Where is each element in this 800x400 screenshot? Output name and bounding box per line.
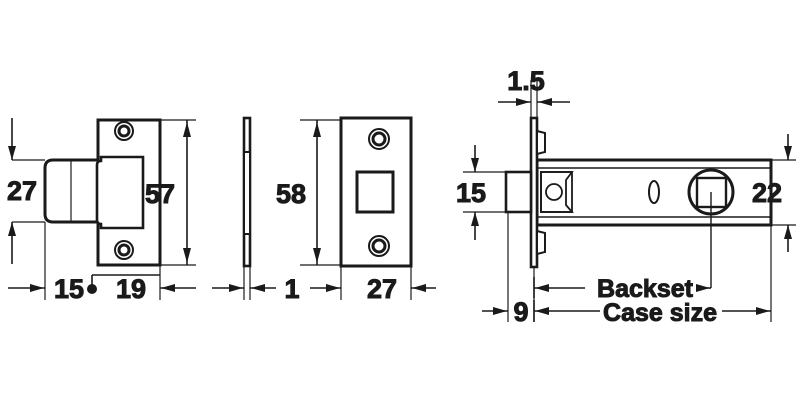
casesize-arrow-left xyxy=(535,307,549,315)
dim-19-arrow xyxy=(161,284,175,292)
latch-bolt-protrusion xyxy=(504,170,533,214)
dim-9-arrow-left xyxy=(493,307,507,315)
dim-27b-arrow-right xyxy=(412,284,426,292)
backset-arrow-left xyxy=(535,284,549,292)
dim-label-27b: 27 xyxy=(367,274,397,304)
faceplate-screw-hole-top-inner-icon xyxy=(371,131,387,147)
dim-27b-arrow-left xyxy=(326,284,340,292)
screw-hole-bottom-inner-icon xyxy=(117,243,131,257)
dim-1_5-arrow-left xyxy=(516,98,530,106)
screw-hole-top-inner-icon xyxy=(117,124,131,138)
faceplate-screw-hole-bottom-inner-icon xyxy=(371,238,387,254)
dim-1-arrow-right xyxy=(251,284,265,292)
dim-label-9: 9 xyxy=(513,297,528,327)
dim-label-27: 27 xyxy=(7,176,37,206)
dim-27-arrow-top xyxy=(8,146,16,160)
dim-57-arrow-top xyxy=(183,122,191,137)
dim-label-57: 57 xyxy=(145,179,175,209)
dim-label-22: 22 xyxy=(752,178,782,208)
faceplate-latch-aperture xyxy=(355,170,395,214)
view-faceplate-edge: 1 xyxy=(212,116,300,305)
dim-15b-arrow-top xyxy=(471,158,479,172)
dim-label-15: 15 xyxy=(54,274,84,304)
dim-27-arrow-bottom xyxy=(8,222,16,236)
view-strike-plate-side: 27 57 15 19 xyxy=(6,118,196,305)
oval-fixing-hole-icon xyxy=(648,180,660,204)
dim-58-arrow-top xyxy=(313,122,321,137)
dim-1_5-arrow-right xyxy=(538,98,552,106)
dim-58-arrow-bottom xyxy=(313,248,321,263)
dim-label-58: 58 xyxy=(276,179,306,209)
dim-22-arrow-top xyxy=(784,146,792,160)
dim-label-1: 1 xyxy=(284,274,299,304)
dim-label-1_5: 1.5 xyxy=(507,66,545,96)
latch-bolt-pin-hole-icon xyxy=(545,183,563,201)
faceplate-tab-bottom xyxy=(536,229,546,256)
view-faceplate-front: 58 27 xyxy=(275,116,436,305)
dim-22-arrow-bottom xyxy=(784,225,792,239)
dim-label-19: 19 xyxy=(116,274,146,304)
casesize-label: Case size xyxy=(603,299,717,327)
dim-15b-arrow-bottom xyxy=(471,212,479,226)
view-latch-case-plan: 1.5 15 22 9 Backset Case xyxy=(455,66,796,328)
faceplate-tab-top xyxy=(536,129,546,156)
dim-label-15b: 15 xyxy=(456,178,486,208)
faceplate-edge-middle xyxy=(243,151,251,235)
dim-15-arrow xyxy=(30,284,44,292)
dim-1-arrow-left xyxy=(229,284,243,292)
latch-bolt-block xyxy=(540,171,573,213)
backset-arrow-right xyxy=(696,284,710,292)
backset-label: Backset xyxy=(597,275,694,303)
strike-plate-mouth xyxy=(95,155,145,230)
casesize-arrow-right xyxy=(756,307,770,315)
dim-57-arrow-bottom xyxy=(183,248,191,263)
